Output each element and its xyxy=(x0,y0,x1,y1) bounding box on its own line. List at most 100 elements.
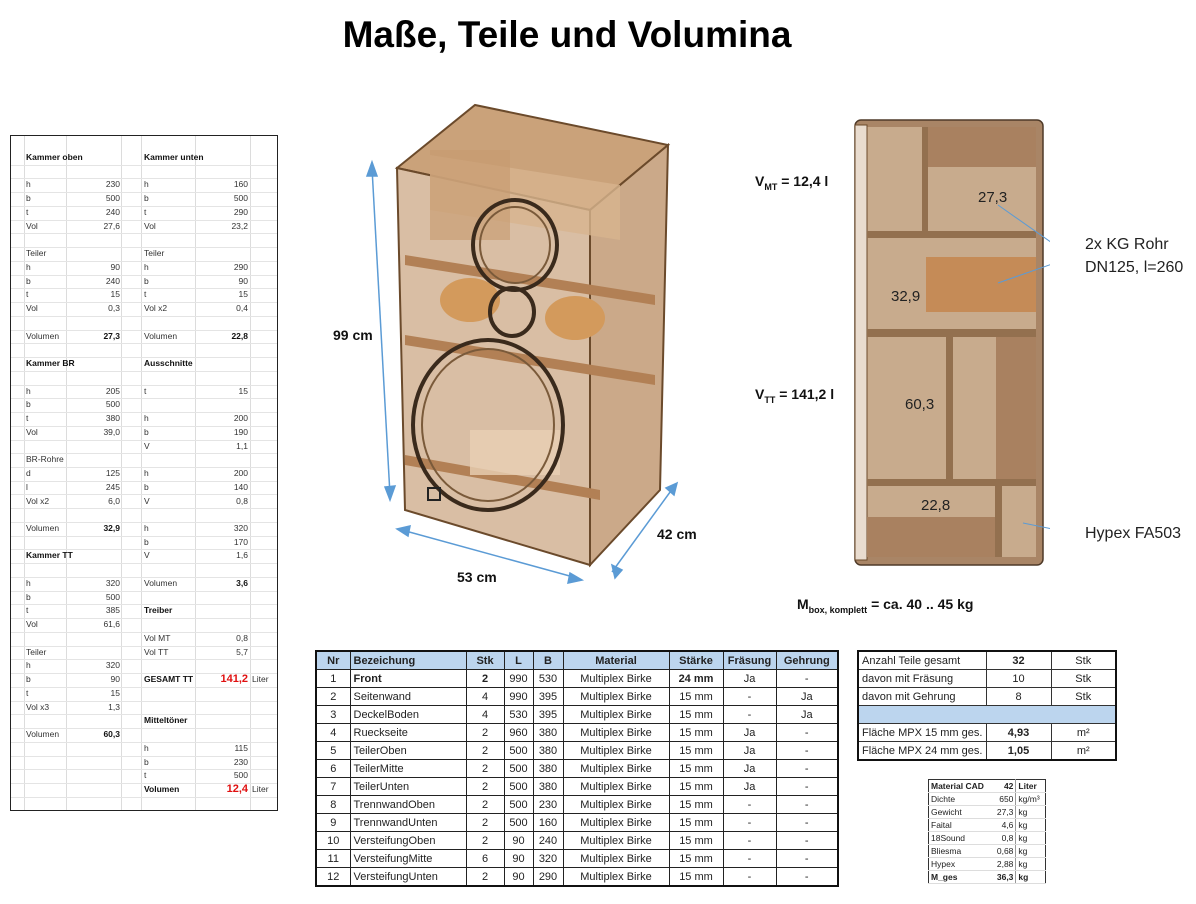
parts-cell: - xyxy=(775,813,839,832)
parts-cell: 10 xyxy=(315,831,351,850)
sheet-left-label: l xyxy=(26,481,28,492)
parts-cell: 2 xyxy=(465,669,505,688)
parts-cell: Multiplex Birke xyxy=(562,687,670,706)
sheet-left-label: t xyxy=(26,605,29,616)
sheet-left-value: 27,6 xyxy=(103,220,120,231)
sheet-right-label: Teiler xyxy=(144,248,165,259)
parts-cell: TrennwandUnten xyxy=(349,813,467,832)
volume-bottom-label: 22,8 xyxy=(921,497,951,514)
parts-cell: 6 xyxy=(465,849,505,868)
summary-cell: Stk xyxy=(1050,669,1117,688)
sheet-right-value: 160 xyxy=(233,179,248,190)
sheet-left-value: 500 xyxy=(105,193,120,204)
summary-cell: 32 xyxy=(985,650,1052,670)
parts-cell: Multiplex Birke xyxy=(562,723,670,742)
summary-cell: Fläche MPX 15 mm ges. xyxy=(857,723,987,742)
sheet-left-value: 15 xyxy=(110,687,120,698)
parts-cell: 11 xyxy=(315,849,351,868)
sheet-unit: Liter xyxy=(252,784,269,795)
sheet-left-label: Kammer oben xyxy=(26,152,83,162)
sheet-right-value: 500 xyxy=(233,770,248,781)
sheet-left-label: h xyxy=(26,385,31,396)
material-cell: 0,68 xyxy=(985,844,1016,858)
sheet-right-label: t xyxy=(144,206,147,217)
parts-cell: 15 mm xyxy=(668,795,724,814)
parts-cell: VersteifungUnten xyxy=(349,867,467,887)
material-cell: kg xyxy=(1015,818,1046,832)
sheet-right-label: Treiber xyxy=(144,605,173,616)
sheet-row xyxy=(11,165,277,180)
sheet-left-label: b xyxy=(26,275,31,286)
parts-cell: 7 xyxy=(315,777,351,796)
parts-cell: 380 xyxy=(532,741,564,760)
parts-cell: 9 xyxy=(315,813,351,832)
sheet-right-value: 290 xyxy=(233,261,248,272)
parts-cell: 395 xyxy=(532,687,564,706)
sheet-right-label: b xyxy=(144,481,149,492)
sheet-right-value: 115 xyxy=(234,742,248,753)
sheet-left-label: BR-Rohre xyxy=(26,454,64,465)
parts-cell: Ja xyxy=(775,687,839,706)
sheet-row xyxy=(11,508,277,523)
sheet-right-value: 15 xyxy=(238,385,248,396)
parts-cell: 15 mm xyxy=(668,687,724,706)
sheet-left-value: 60,3 xyxy=(103,729,120,740)
sheet-left-label: h xyxy=(26,261,31,272)
sheet-left-value: 385 xyxy=(105,605,120,616)
sheet-left-value: 0,3 xyxy=(108,303,120,314)
sheet-left-value: 240 xyxy=(105,206,120,217)
sheet-left-value: 1,3 xyxy=(108,701,120,712)
sheet-left-label: Vol xyxy=(26,303,38,314)
sheet-right-value: 200 xyxy=(233,468,248,479)
sheet-right-value: 200 xyxy=(233,413,248,424)
parts-cell: 320 xyxy=(532,849,564,868)
woofer-ring xyxy=(411,338,565,512)
parts-cell: Rueckseite xyxy=(349,723,467,742)
parts-cell: TrennwandOben xyxy=(349,795,467,814)
material-cell: Bliesma xyxy=(928,844,986,858)
parts-cell: Ja xyxy=(722,723,777,742)
volume-top-label: 27,3 xyxy=(978,189,1008,206)
sheet-left-value: 380 xyxy=(105,413,120,424)
parts-cell: 15 mm xyxy=(668,813,724,832)
material-cell: kg/m³ xyxy=(1015,792,1046,806)
summary-cell: 10 xyxy=(985,669,1052,688)
parts-cell: 2 xyxy=(465,831,505,850)
sheet-right-label: Mitteltöner xyxy=(144,715,188,726)
parts-cell: - xyxy=(775,759,839,778)
sheet-left-label: b xyxy=(26,193,31,204)
parts-cell: Multiplex Birke xyxy=(562,669,670,688)
sheet-row xyxy=(11,233,277,249)
sheet-row xyxy=(11,343,277,359)
sheet-left-label: Vol x3 xyxy=(26,701,50,712)
sheet-left-value: 230 xyxy=(105,179,120,190)
sheet-left-value: 500 xyxy=(105,591,120,602)
vtt-subscript: TT xyxy=(764,394,776,405)
parts-cell: 380 xyxy=(532,723,564,742)
depth-dimension-label: 42 cm xyxy=(657,526,697,542)
parts-cell: 15 mm xyxy=(668,723,724,742)
parts-header-cell: Gehrung xyxy=(775,650,839,670)
parts-cell: - xyxy=(775,795,839,814)
material-cell: kg xyxy=(1015,857,1046,871)
parts-cell: Multiplex Birke xyxy=(562,759,670,778)
parts-cell: Multiplex Birke xyxy=(562,741,670,760)
parts-cell: 960 xyxy=(503,723,534,742)
parts-cell: 12 xyxy=(315,867,351,887)
parts-cell: DeckelBoden xyxy=(349,705,467,724)
